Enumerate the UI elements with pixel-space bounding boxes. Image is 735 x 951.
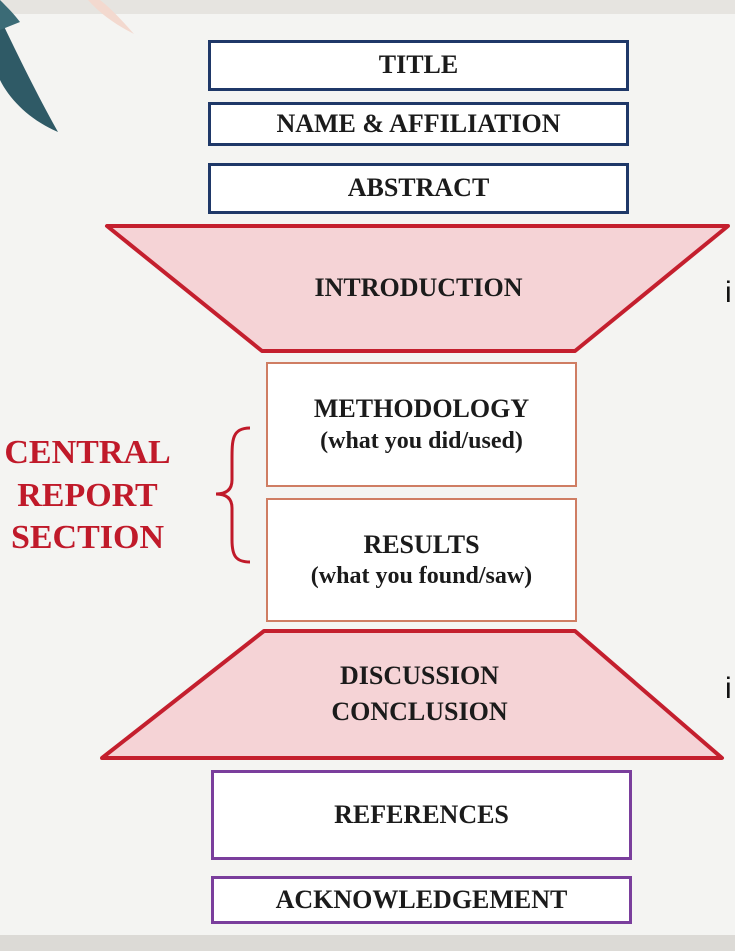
acknowledgement-label: ACKNOWLEDGEMENT xyxy=(275,884,568,914)
results-box: RESULTS (what you found/saw) xyxy=(266,498,577,622)
name-affiliation-label: NAME & AFFILIATION xyxy=(276,108,561,138)
right-edge-char-top: i xyxy=(725,276,732,309)
abstract-box: ABSTRACT xyxy=(208,163,629,214)
methodology-note: (what you did/used) xyxy=(320,427,523,454)
central-label-line1: CENTRAL xyxy=(4,434,171,471)
results-note: (what you found/saw) xyxy=(310,563,533,590)
discussion-conclusion-label: DISCUSSION CONCLUSION xyxy=(264,658,575,731)
title-box-label: TITLE xyxy=(378,50,459,80)
methodology-heading: METHODOLOGY xyxy=(313,394,530,424)
top-strip xyxy=(0,0,735,14)
introduction-label: INTRODUCTION xyxy=(314,273,523,302)
conclusion-line: CONCLUSION xyxy=(331,697,508,727)
acknowledgement-box: ACKNOWLEDGEMENT xyxy=(211,876,632,924)
curly-brace-icon xyxy=(215,426,251,564)
references-box: REFERENCES xyxy=(211,770,632,860)
central-label-line2: REPORT xyxy=(17,476,158,514)
methodology-box: METHODOLOGY (what you did/used) xyxy=(266,362,577,487)
bottom-strip xyxy=(0,935,735,951)
central-label-line3: SECTION xyxy=(10,519,165,556)
name-affiliation-box: NAME & AFFILIATION xyxy=(208,102,629,146)
references-label: REFERENCES xyxy=(334,799,509,829)
title-box: TITLE xyxy=(208,40,629,91)
results-heading: RESULTS xyxy=(363,529,480,559)
right-edge-char-bottom: i xyxy=(725,672,732,705)
leaf-decoration-icon xyxy=(0,0,134,132)
central-report-section-label: CENTRAL REPORT SECTION xyxy=(0,432,175,560)
abstract-label: ABSTRACT xyxy=(347,173,490,203)
discussion-line: DISCUSSION xyxy=(340,661,499,690)
